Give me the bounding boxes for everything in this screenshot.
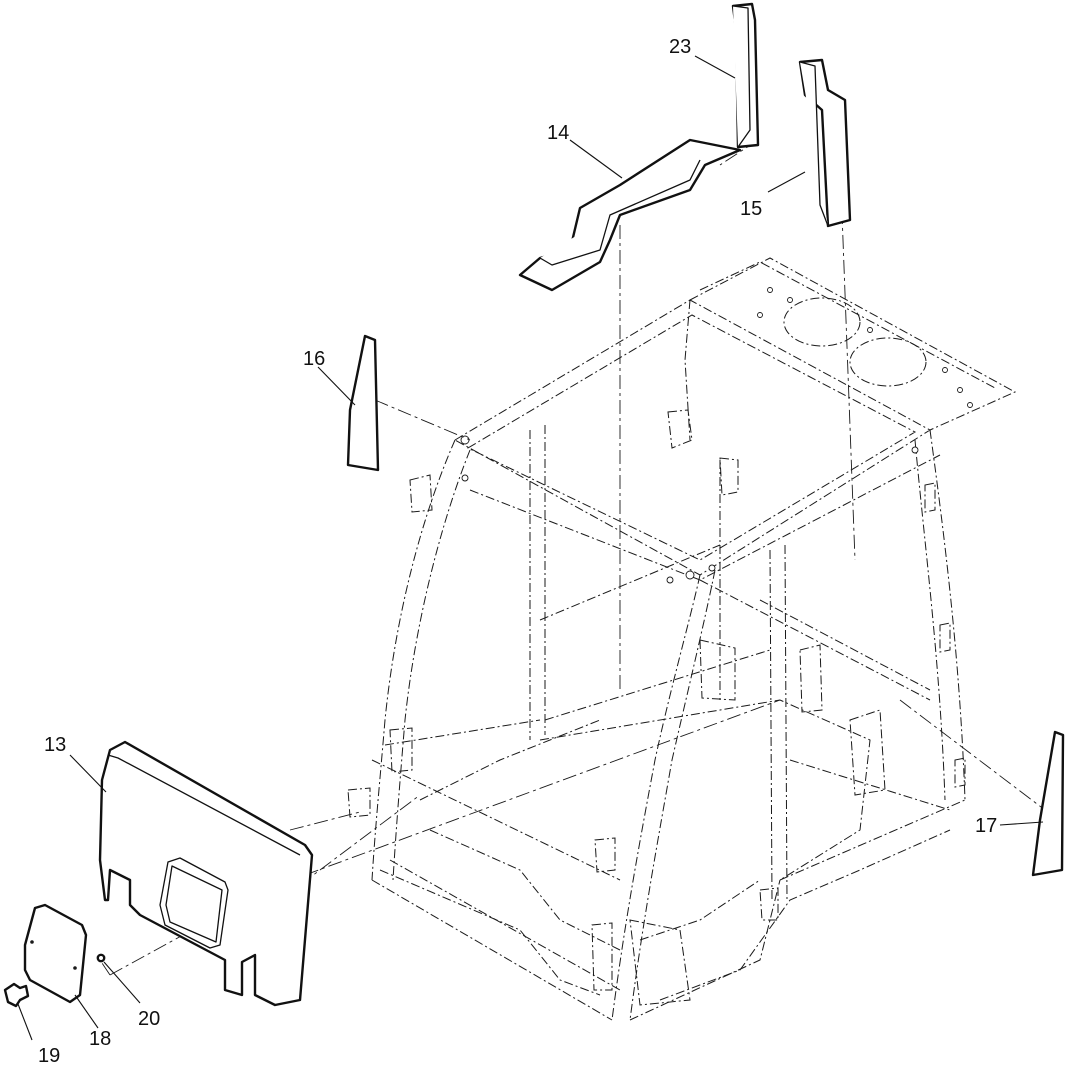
panel-23 (731, 2, 760, 149)
assembly-centerlines (99, 139, 1046, 976)
callout-17: 17 (975, 815, 997, 837)
callout-19: 19 (38, 1045, 60, 1067)
callout-labels: 23 14 15 16 17 13 18 20 19 (38, 36, 997, 1067)
panel-15 (798, 58, 852, 228)
panel-16 (346, 334, 380, 472)
trim-14 (518, 138, 742, 292)
cab-frame (347, 257, 1017, 1021)
callout-23: 23 (669, 36, 691, 58)
leader-lines (17, 55, 1044, 1041)
callout-13: 13 (44, 734, 66, 756)
panel-17 (1031, 730, 1065, 877)
knob-19 (3, 982, 30, 1008)
callout-16: 16 (303, 348, 325, 370)
callout-14: 14 (547, 122, 569, 144)
access-cover-18 (23, 903, 88, 1004)
panel-13 (98, 740, 314, 1007)
callout-15: 15 (740, 198, 762, 220)
callout-20: 20 (138, 1008, 160, 1030)
callout-18: 18 (89, 1028, 111, 1050)
washer-20 (96, 953, 106, 963)
